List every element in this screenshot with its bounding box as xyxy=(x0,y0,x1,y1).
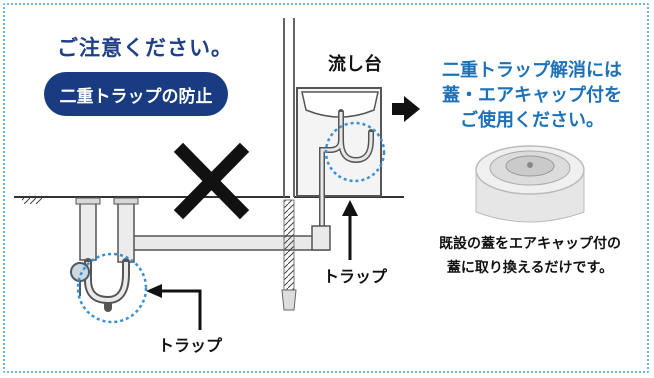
wall-partition xyxy=(283,18,295,197)
arrow-right-icon xyxy=(392,96,420,122)
floor-trap-pipe-inner xyxy=(86,262,128,303)
arrow-left-head-icon xyxy=(146,284,162,298)
arrow-left-icon xyxy=(160,289,202,330)
floor-line xyxy=(14,196,404,204)
floor-drain-stack xyxy=(75,197,139,263)
sink-trap-highlight xyxy=(324,121,386,183)
caution-title: ご注意ください。 xyxy=(57,36,233,60)
air-cap-lid-image xyxy=(475,145,585,223)
arrow-up-icon xyxy=(342,200,358,260)
advice-line-1: 二重トラップ解消には xyxy=(442,60,622,81)
hose xyxy=(281,199,297,311)
double-trap-badge: 二重トラップの防止 xyxy=(44,72,228,116)
note-line-2: 蓋に取り換えるだけです。 xyxy=(446,260,614,276)
floor-trap-label: トラップ xyxy=(157,336,222,355)
replacement-note: 既設の蓋をエアキャップ付の 蓋に取り換えるだけです。 xyxy=(418,232,642,280)
advice-text: 二重トラップ解消には 蓋・エアキャップ付を ご使用ください。 xyxy=(420,58,644,133)
drain-pipe xyxy=(129,225,331,251)
advice-line-3: ご使用ください。 xyxy=(460,110,604,131)
sink-trap-label: トラップ xyxy=(322,267,387,286)
note-line-1: 既設の蓋をエアキャップ付の xyxy=(439,236,621,252)
advice-line-2: 蓋・エアキャップ付を xyxy=(442,85,622,106)
sink-trap-pipe-inner xyxy=(320,112,373,236)
x-mark-icon xyxy=(173,142,250,220)
sink-label: 流し台 xyxy=(328,54,382,75)
dotted-border xyxy=(3,3,649,373)
floor-trap-highlight xyxy=(76,252,148,324)
